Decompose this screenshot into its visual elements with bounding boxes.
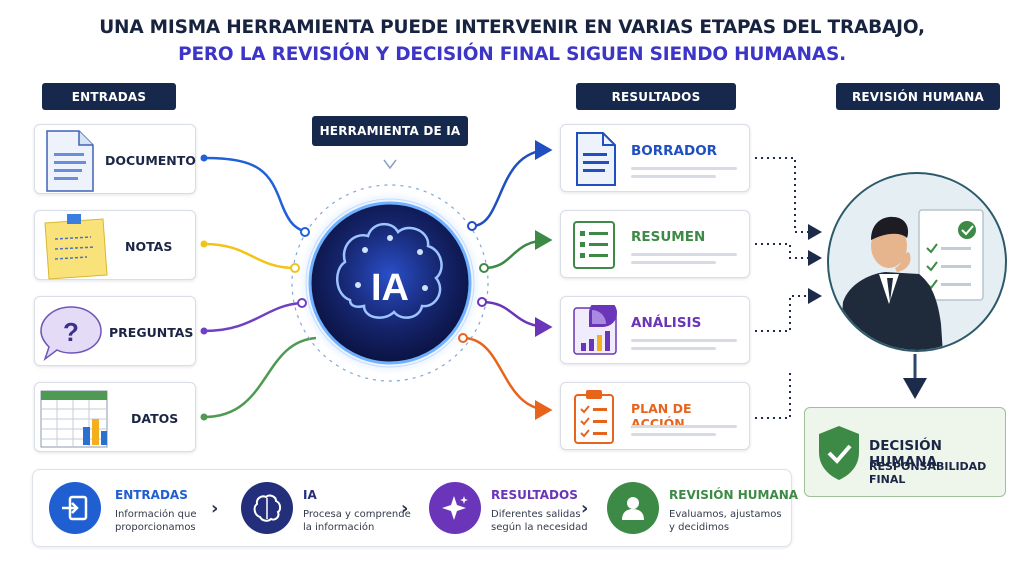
input-label-notas: NOTAS — [125, 239, 173, 254]
chevron-right-icon: › — [581, 498, 589, 519]
step-desc-revision-1: Evaluamos, ajustamos — [669, 509, 782, 520]
ia-core-label: IA — [371, 267, 409, 309]
connector-documento — [203, 156, 306, 234]
spreadsheet-chart-icon — [40, 390, 108, 448]
connector-plan — [462, 336, 553, 420]
question-bubble-icon: ? — [40, 306, 102, 362]
human-decision-box: DECISIÓN HUMANA RESPONSABILIDAD FINAL — [804, 407, 1006, 497]
human-reviewer-illustration — [827, 172, 1007, 352]
ia-core — [291, 184, 489, 382]
step-desc-revision-2: y decidimos — [669, 522, 730, 533]
action-plan-clipboard-icon — [574, 390, 614, 444]
process-summary-strip: ENTRADAS Información que proporcionamos ›… — [32, 469, 798, 547]
user-icon — [607, 482, 659, 534]
step-desc-entradas-1: Información que — [115, 509, 197, 520]
human-review-header: REVISIÓN HUMANA — [836, 83, 1000, 110]
step-title-entradas: ENTRADAS — [115, 488, 188, 502]
sparkle-icon — [429, 482, 481, 534]
title-line-2: PERO LA REVISIÓN Y DECISIÓN FINAL SIGUEN… — [178, 44, 846, 65]
enter-icon — [49, 482, 101, 534]
shield-check-icon — [819, 426, 859, 480]
input-card-preguntas: ? PREGUNTAS — [34, 296, 196, 366]
document-icon — [46, 130, 94, 192]
person-reviewing-icon — [839, 209, 984, 350]
step-desc-ia-2: la información — [303, 522, 375, 533]
inputs-header: ENTRADAS — [42, 83, 176, 110]
input-label-documento: DOCUMENTO — [105, 153, 196, 168]
step-desc-ia-1: Procesa y comprende — [303, 509, 411, 520]
result-card-analisis: ANÁLISIS — [560, 296, 750, 364]
step-title-revision-humana: REVISIÓN HUMANA — [669, 488, 799, 502]
sticky-note-icon — [44, 214, 108, 280]
page-title: UNA MISMA HERRAMIENTA PUEDE INTERVENIR E… — [0, 14, 1024, 68]
chevron-right-icon: › — [401, 498, 409, 519]
decision-title: DECISIÓN HUMANA — [869, 438, 942, 470]
input-label-datos: DATOS — [131, 411, 179, 426]
summary-checklist-icon — [573, 221, 615, 269]
connector-borrador — [471, 140, 553, 228]
results-header: RESULTADOS — [576, 83, 736, 110]
brain-icon — [241, 482, 293, 534]
connector-datos — [203, 336, 317, 419]
step-title-ia: IA — [303, 488, 317, 502]
result-label-analisis: ANÁLISIS — [631, 315, 702, 331]
input-card-datos: DATOS — [34, 382, 196, 452]
connector-analisis — [481, 300, 553, 337]
step-desc-entradas-2: proporcionamos — [115, 522, 196, 533]
title-line-1: UNA MISMA HERRAMIENTA PUEDE INTERVENIR E… — [99, 17, 925, 38]
result-card-resumen: RESUMEN — [560, 210, 750, 278]
ai-tool-label: HERRAMIENTA DE IA — [312, 116, 468, 146]
draft-document-icon — [576, 132, 616, 186]
connector-notas — [203, 242, 296, 270]
decision-subtitle: RESPONSABILIDAD FINAL — [869, 460, 987, 486]
connector-preguntas — [203, 301, 303, 333]
input-card-documento: DOCUMENTO — [34, 124, 196, 194]
result-label-resumen: RESUMEN — [631, 229, 706, 245]
svg-text:?: ? — [63, 317, 79, 347]
connector-resumen — [483, 230, 553, 270]
result-label-borrador: BORRADOR — [631, 143, 718, 159]
analysis-chart-icon — [573, 305, 617, 355]
result-card-borrador: BORRADOR — [560, 124, 750, 192]
step-desc-resultados-2: según la necesidad — [491, 522, 588, 533]
input-label-preguntas: PREGUNTAS — [109, 325, 194, 340]
step-title-resultados: RESULTADOS — [491, 488, 578, 502]
chevron-right-icon: › — [211, 498, 219, 519]
brain-icon — [336, 223, 443, 319]
step-desc-resultados-1: Diferentes salidas — [491, 509, 581, 520]
input-card-notas: NOTAS — [34, 210, 196, 280]
result-card-plan: PLAN DE ACCIÓN — [560, 382, 750, 450]
